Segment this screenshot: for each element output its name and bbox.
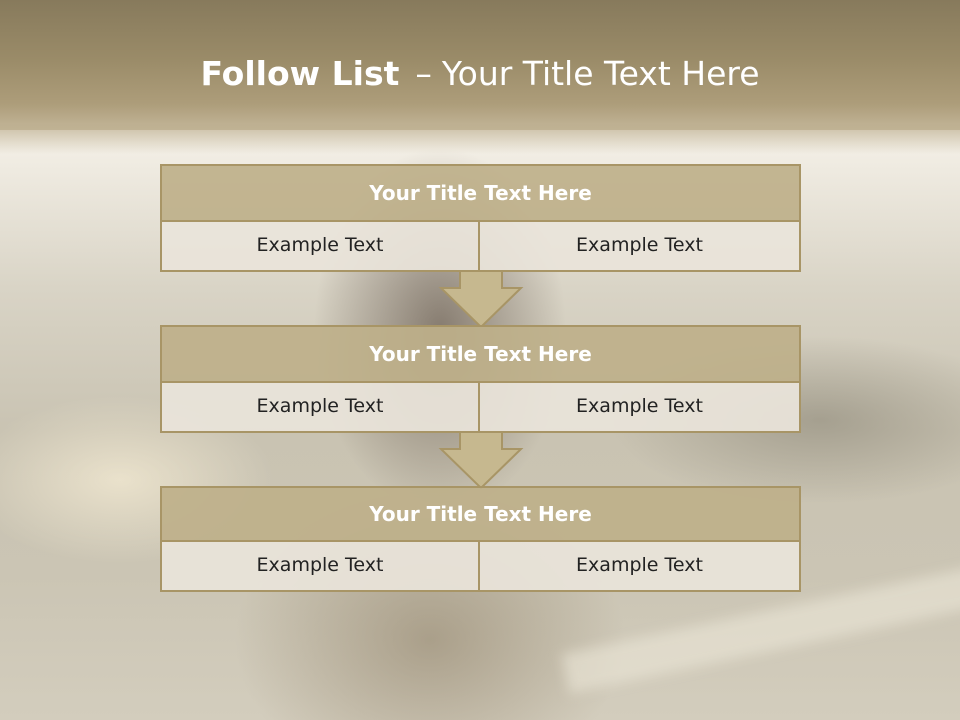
header-band: [0, 0, 960, 130]
step-3-cell-left: Example Text: [160, 542, 480, 592]
step-1-cell-right: Example Text: [480, 222, 801, 272]
down-arrow-icon: [438, 270, 524, 329]
step-title-1: Your Title Text Here: [160, 164, 801, 222]
step-block-1: Your Title Text Here Example Text Exampl…: [160, 164, 801, 272]
slide-title-dash: –: [415, 54, 432, 93]
down-arrow-icon: [438, 431, 524, 490]
step-2-cell-left: Example Text: [160, 383, 480, 433]
slide-title: Follow List–Your Title Text Here: [0, 54, 960, 93]
step-block-2: Your Title Text Here Example Text Exampl…: [160, 325, 801, 433]
step-title-2: Your Title Text Here: [160, 325, 801, 383]
step-row-2: Example Text Example Text: [160, 383, 801, 433]
step-row-1: Example Text Example Text: [160, 222, 801, 272]
slide-title-rest: Your Title Text Here: [441, 54, 760, 93]
header-fade: [0, 124, 960, 154]
step-row-3: Example Text Example Text: [160, 542, 801, 592]
step-1-cell-left: Example Text: [160, 222, 480, 272]
step-2-cell-right: Example Text: [480, 383, 801, 433]
slide-title-bold: Follow List: [200, 54, 400, 93]
step-title-3: Your Title Text Here: [160, 486, 801, 542]
step-3-cell-right: Example Text: [480, 542, 801, 592]
step-block-3: Your Title Text Here Example Text Exampl…: [160, 486, 801, 592]
